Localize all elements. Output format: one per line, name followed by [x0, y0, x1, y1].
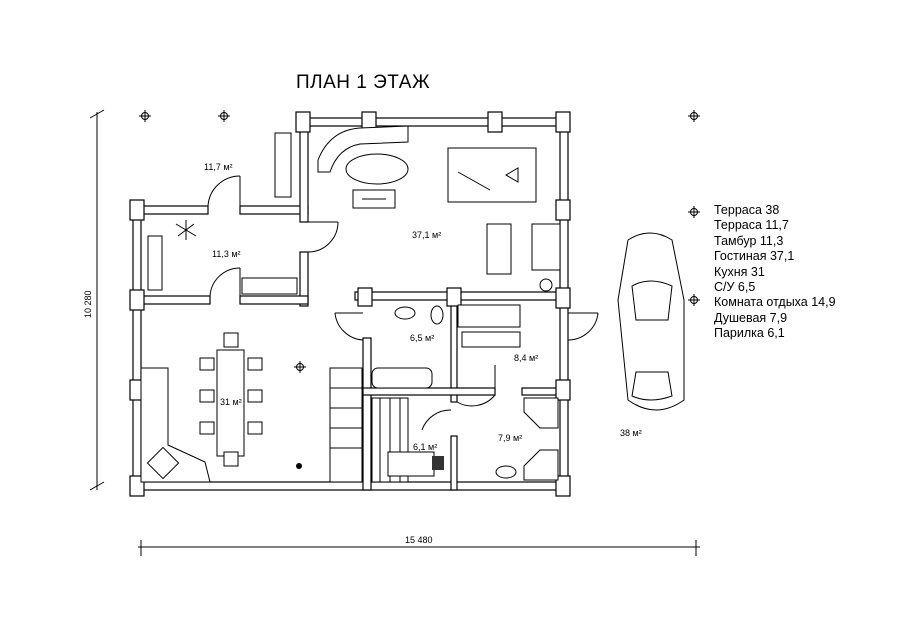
car-icon	[617, 232, 685, 411]
doors	[207, 175, 599, 431]
rest-room-table	[461, 331, 521, 348]
coffee-table	[345, 153, 409, 185]
armchair	[486, 223, 512, 275]
side-chair	[539, 278, 553, 292]
billiard-table	[447, 147, 537, 203]
height-dimension: 10 280	[83, 109, 105, 491]
sauna-stove	[432, 456, 444, 470]
plan-title: ПЛАН 1 ЭТАЖ	[296, 72, 430, 93]
shower-washbasin	[495, 465, 517, 479]
kitchen-sink	[146, 446, 180, 480]
staircase	[329, 367, 363, 483]
terrace-bench	[274, 132, 292, 198]
room-area-vestibule: 11,3 м²	[212, 249, 241, 259]
bathtub	[371, 367, 433, 389]
ceiling-light-icon	[175, 220, 197, 240]
legend-item: С/У 6,5	[714, 280, 756, 295]
height-dimension-label: 10 280	[83, 290, 93, 318]
legend-item: Терраса 11,7	[714, 218, 789, 233]
legend-item: Тамбур 11,3	[714, 233, 784, 248]
toilet	[430, 305, 444, 325]
width-dimension: 15 480	[138, 535, 700, 556]
vestibule-sofa	[241, 277, 298, 295]
rest-room-sofa	[457, 304, 521, 328]
legend-item: Душевая 7,9	[714, 310, 788, 325]
room-area-living: 37,1 м²	[412, 230, 441, 240]
room-area-shower: 7,9 м²	[498, 433, 522, 443]
room-area-kitchen: 31 м²	[220, 397, 242, 407]
stair-post	[296, 463, 302, 469]
vestibule-bench	[147, 235, 163, 291]
dining-table	[216, 349, 245, 457]
room-area-bathroom: 6,5 м²	[410, 333, 434, 343]
corner-sofa	[317, 125, 409, 173]
legend-item: Кухня 31	[714, 264, 765, 279]
shower-cabin-2	[523, 449, 559, 481]
room-area-terrace-large: 38 м²	[620, 428, 642, 438]
legend-item: Парилка 6,1	[714, 326, 785, 341]
washbasin	[394, 306, 416, 320]
sauna-lower-bench	[387, 451, 435, 477]
legend-item: Комната отдыха 14,9	[714, 295, 836, 310]
room-area-rest-room: 8,4 м²	[514, 353, 538, 363]
room-area-terrace-small: 11,7 м²	[204, 162, 233, 172]
legend-item: Терраса 38	[714, 203, 780, 217]
legend-item: Гостиная 37,1	[714, 249, 795, 264]
room-legend: Терраса 38 Терраса 11,7 Тамбур 11,3 Гост…	[714, 203, 836, 342]
width-dimension-label: 15 480	[405, 535, 433, 545]
furniture	[140, 125, 561, 483]
axis-markers	[139, 110, 700, 373]
room-area-sauna: 6,1 м²	[413, 442, 437, 452]
shower-cabin	[523, 397, 559, 429]
fireplace	[531, 223, 561, 271]
